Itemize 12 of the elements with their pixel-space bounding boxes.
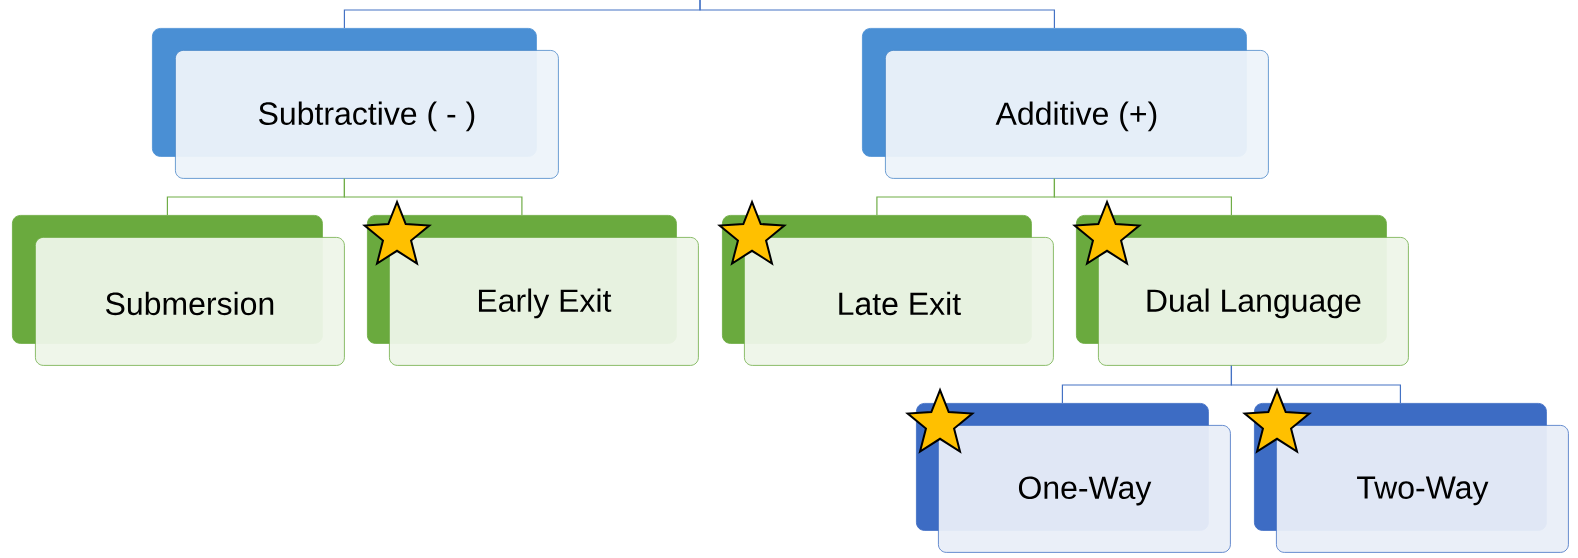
process-box: Additive (+) (862, 28, 1269, 179)
process-box: Early Exit (367, 215, 699, 366)
process-box: Submersion (12, 215, 345, 366)
process-box: Dual Language (1076, 215, 1409, 366)
connector-line (1053, 178, 1232, 216)
connector-line (699, 0, 1055, 29)
process-box: Subtractive ( - ) (152, 28, 559, 179)
connector-line (1230, 365, 1401, 404)
connector-line (343, 178, 523, 216)
process-box: One-Way (916, 403, 1231, 553)
process-box: Two-Way (1254, 403, 1569, 553)
process-box: Late Exit (722, 215, 1054, 366)
